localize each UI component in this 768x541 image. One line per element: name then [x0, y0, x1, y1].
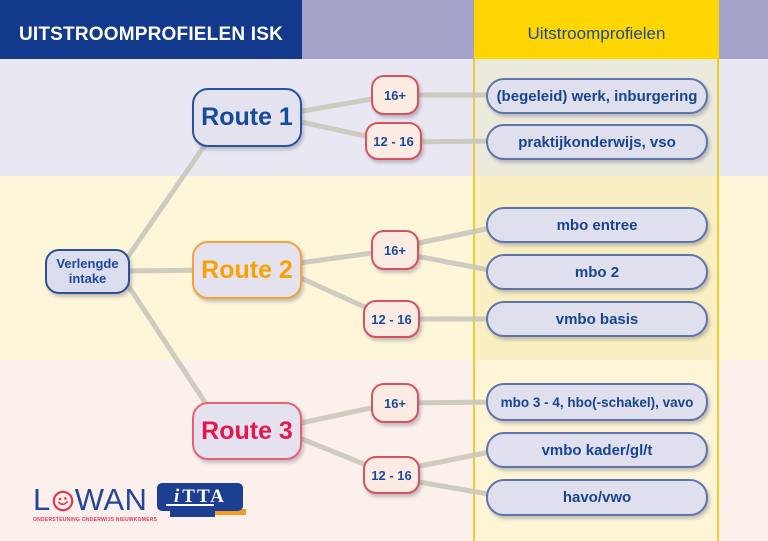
route1-age-16plus-node: 16+: [371, 75, 419, 115]
column-right-border: [717, 59, 719, 541]
verlengde-intake-label: Verlengde intake: [56, 255, 119, 286]
route3-age-12-16-node: 12 - 16: [363, 456, 420, 494]
itta-orange-bar: [215, 509, 246, 515]
outcome-begeleid-werk: (begeleid) werk, inburgering: [486, 78, 708, 114]
route2-age-16plus-node: 16+: [371, 230, 419, 270]
outcome-mbo-3-4: mbo 3 - 4, hbo(-schakel), vavo: [486, 383, 708, 421]
lowan-logo: L WAN ONDERSTEUNING ONDERWIJS NIEUWKOMER…: [33, 482, 158, 523]
lowan-wordmark: L WAN: [33, 482, 148, 517]
verlengde-intake-node: Verlengde intake: [45, 249, 130, 294]
route3-label: Route 3: [201, 416, 293, 445]
route3-age-16plus-node: 16+: [371, 383, 419, 423]
outcome-mbo-entree: mbo entree: [486, 207, 708, 243]
column-left-border: [473, 59, 475, 541]
route3-node: Route 3: [192, 402, 302, 460]
lowan-smiley-o-icon: [52, 490, 74, 511]
route1-node: Route 1: [192, 88, 302, 147]
route2-age-12-16-node: 12 - 16: [363, 300, 420, 338]
route2-label: Route 2: [201, 255, 293, 284]
page-title: UITSTROOMPROFIELEN ISK: [18, 23, 284, 45]
itta-logo: i TTA: [157, 483, 247, 519]
main-header: UITSTROOMPROFIELEN ISK: [0, 0, 302, 59]
route2-node: Route 2: [192, 241, 302, 299]
outcome-vmbo-kader: vmbo kader/gl/t: [486, 432, 708, 468]
lowan-tagline: ONDERSTEUNING ONDERWIJS NIEUWKOMERS: [33, 517, 158, 523]
outcome-praktijkonderwijs: praktijkonderwijs, vso: [486, 124, 708, 160]
column-header: Uitstroomprofielen: [474, 0, 719, 59]
outcome-vmbo-basis: vmbo basis: [486, 301, 708, 337]
route1-age-12-16-node: 12 - 16: [365, 122, 422, 160]
outcome-havo-vwo: havo/vwo: [486, 479, 708, 516]
route1-label: Route 1: [201, 103, 293, 131]
itta-white-underline: [166, 504, 214, 506]
column-title: Uitstroomprofielen: [527, 23, 666, 43]
itta-wordmark: i TTA: [157, 483, 243, 511]
outcome-mbo-2: mbo 2: [486, 254, 708, 290]
itta-logo-tab: [170, 510, 215, 517]
